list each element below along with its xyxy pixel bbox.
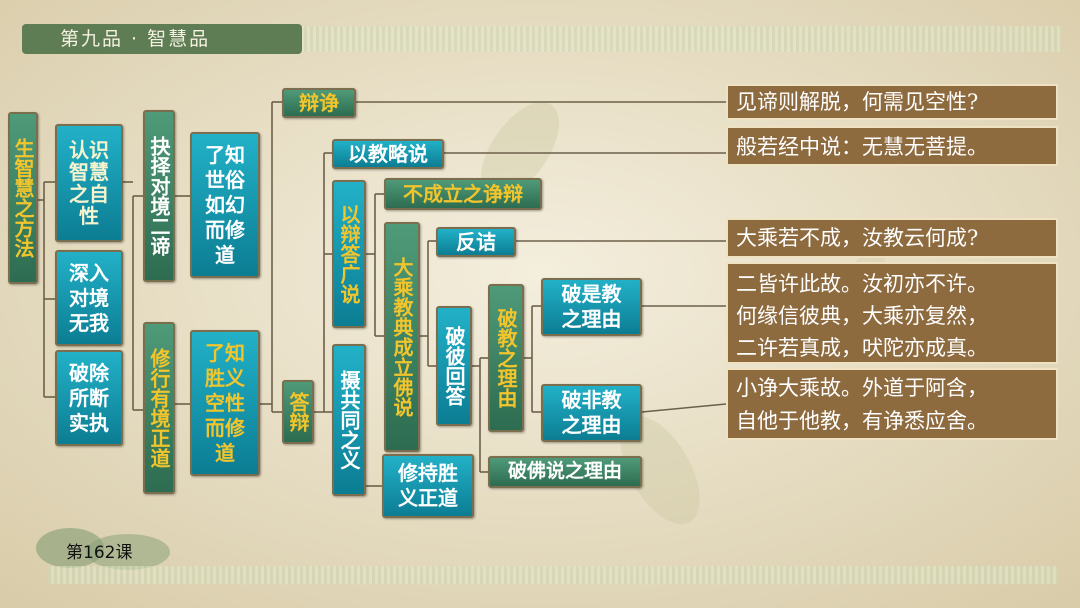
leaf-decoration <box>620 415 700 525</box>
node-root: 生智慧之方法 <box>8 112 38 284</box>
node-cultivate: 修行有境正道 <box>143 322 175 494</box>
node-reply: 答辩 <box>282 380 314 444</box>
node-deep: 深入对境无我 <box>55 250 123 346</box>
answer-box: 小诤大乘故。外道于阿含， 自他于他教，有诤悉应舍。 <box>726 368 1058 440</box>
node-break: 破除所断实执 <box>55 350 123 446</box>
node-debate: 辩诤 <box>282 88 356 118</box>
node-refute-buddha: 破佛说之理由 <box>488 456 642 488</box>
node-refute-reason: 破教之理由 <box>488 284 524 432</box>
page-title: 第九品 · 智慧品 <box>60 28 211 50</box>
node-mahayana: 大乘教典成立佛说 <box>384 222 420 452</box>
footer-band <box>48 566 1058 584</box>
header-badge <box>22 24 302 54</box>
cloud-decoration <box>86 534 170 570</box>
node-broad: 以辩答广说 <box>332 180 366 328</box>
answer-box: 二皆许此故。汝初亦不许。 何缘信彼典，大乘亦复然， 二许若真成，吠陀亦成真。 <box>726 262 1058 364</box>
node-recognize: 认识智慧之自性 <box>55 124 123 242</box>
node-refute: 破彼回答 <box>436 306 472 426</box>
node-refute-no: 破非教之理由 <box>541 384 642 442</box>
cloud-decoration <box>36 528 104 568</box>
node-worldly: 了知世俗如幻而修道 <box>190 132 260 278</box>
node-brief: 以教略说 <box>332 139 444 169</box>
answer-box: 见谛则解脱，何需见空性? <box>726 84 1058 120</box>
answer-box: 般若经中说：无慧无菩提。 <box>726 126 1058 166</box>
node-ultimate: 了知胜义空性而修道 <box>190 330 260 476</box>
answer-box: 大乘若不成，汝教云何成? <box>726 218 1058 258</box>
node-common: 摄共同之义 <box>332 344 366 496</box>
node-counter: 反诘 <box>436 227 516 257</box>
node-choose: 抉择对境二谛 <box>143 110 175 282</box>
node-invalid: 不成立之诤辩 <box>384 178 542 210</box>
node-uphold: 修持胜义正道 <box>382 454 474 518</box>
lesson-label: 第162课 <box>66 543 133 563</box>
node-refute-yes: 破是教之理由 <box>541 278 642 336</box>
leaf-decoration <box>480 102 560 198</box>
